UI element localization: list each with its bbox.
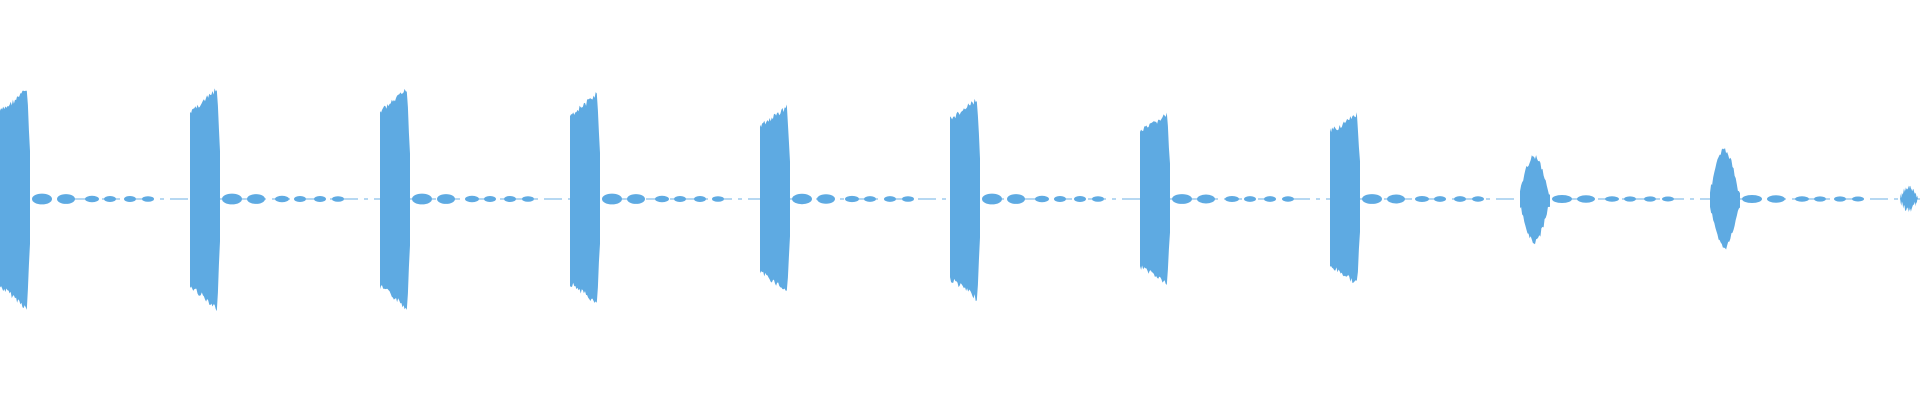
waveform-tail-blip [142, 196, 154, 202]
waveform-tail-blip [1172, 194, 1192, 204]
waveform-tail-blip [902, 196, 914, 202]
waveform-tail-blip [222, 193, 242, 205]
waveform-tail-blip [1454, 196, 1466, 202]
waveform-tail-blip [504, 196, 516, 202]
waveform-burst [1140, 112, 1294, 285]
waveform-tail-blip [1767, 195, 1785, 203]
waveform-burst [1520, 155, 1674, 245]
waveform-tail-blip [1197, 194, 1215, 204]
waveform-tail-blip [1834, 196, 1846, 202]
waveform-burst-body [0, 90, 30, 310]
waveform-burst-body [950, 98, 980, 302]
waveform-tail-blip [1577, 195, 1595, 203]
waveform-burst [190, 88, 344, 312]
waveform-tail-blip [465, 195, 479, 203]
waveform-burst-body [1330, 112, 1360, 284]
waveform-tail-blip [294, 196, 306, 202]
waveform-tail-blip [522, 196, 534, 202]
waveform-tail-blip [627, 194, 645, 204]
waveform-tail-blip [1244, 196, 1256, 202]
waveform-tail-blip [674, 196, 686, 202]
waveform-tail-blip [655, 195, 669, 203]
waveform-tail-blip [602, 193, 622, 205]
waveform-tail-blip [1795, 196, 1809, 202]
waveform-burst [380, 88, 534, 310]
waveform-burst-body [570, 92, 600, 303]
waveform-tail-blip [1362, 194, 1382, 204]
waveform-burst-body [1520, 155, 1550, 245]
waveform-tail-blip [1472, 196, 1484, 202]
waveform-bursts [0, 88, 1920, 312]
waveform-burst [1900, 185, 1918, 213]
waveform-tail-blip [104, 196, 116, 202]
waveform-tail-blip [412, 193, 432, 205]
waveform-tail-blip [1415, 196, 1429, 202]
waveform-burst [760, 104, 914, 291]
waveform-tail-blip [817, 194, 835, 204]
waveform-tail-blip [884, 196, 896, 202]
waveform-tail-blip [1605, 196, 1619, 202]
waveform-tail-blip [57, 194, 75, 204]
waveform-tail-blip [1644, 196, 1656, 202]
waveform-burst [1330, 112, 1484, 284]
waveform-tail-blip [845, 195, 859, 203]
waveform-tail-blip [484, 196, 496, 202]
waveform-tail-blip [1007, 194, 1025, 204]
waveform-tail-blip [1092, 196, 1104, 202]
waveform-tail-blip [1742, 195, 1762, 203]
waveform-tail-blip [1035, 195, 1049, 203]
waveform-tail-blip [1225, 196, 1239, 202]
waveform-tail-blip [124, 196, 136, 202]
waveform-tail-blip [314, 196, 326, 202]
waveform-tail-blip [1852, 196, 1864, 202]
waveform-tail-blip [1624, 196, 1636, 202]
waveform-tail-blip [275, 195, 289, 203]
waveform-tail-blip [1662, 196, 1674, 202]
waveform-burst [1710, 148, 1864, 250]
waveform-burst-body [1710, 148, 1740, 250]
waveform-burst [0, 90, 154, 310]
waveform-tail-blip [1387, 194, 1405, 204]
waveform-tail-blip [1282, 196, 1294, 202]
waveform-tail-blip [85, 195, 99, 203]
waveform-tail-blip [864, 196, 876, 202]
waveform-tail-blip [1434, 196, 1446, 202]
waveform-burst-body [190, 88, 220, 312]
waveform-burst-body [1900, 185, 1918, 213]
waveform-burst [950, 98, 1104, 302]
waveform-tail-blip [437, 194, 455, 204]
waveform-tail-blip [1074, 196, 1086, 202]
waveform-burst-body [760, 104, 790, 291]
waveform-tail-blip [32, 193, 52, 205]
waveform-tail-blip [1552, 195, 1572, 203]
waveform-burst-body [1140, 112, 1170, 285]
waveform-burst [570, 92, 724, 303]
waveform-tail-blip [1814, 196, 1826, 202]
waveform-burst-body [380, 88, 410, 310]
waveform-tail-blip [792, 193, 812, 205]
waveform-tail-blip [1264, 196, 1276, 202]
waveform-tail-blip [1054, 196, 1066, 202]
waveform-tail-blip [982, 193, 1002, 205]
waveform-tail-blip [332, 196, 344, 202]
waveform-tail-blip [694, 196, 706, 202]
waveform-tail-blip [712, 196, 724, 202]
waveform-tail-blip [247, 194, 265, 204]
